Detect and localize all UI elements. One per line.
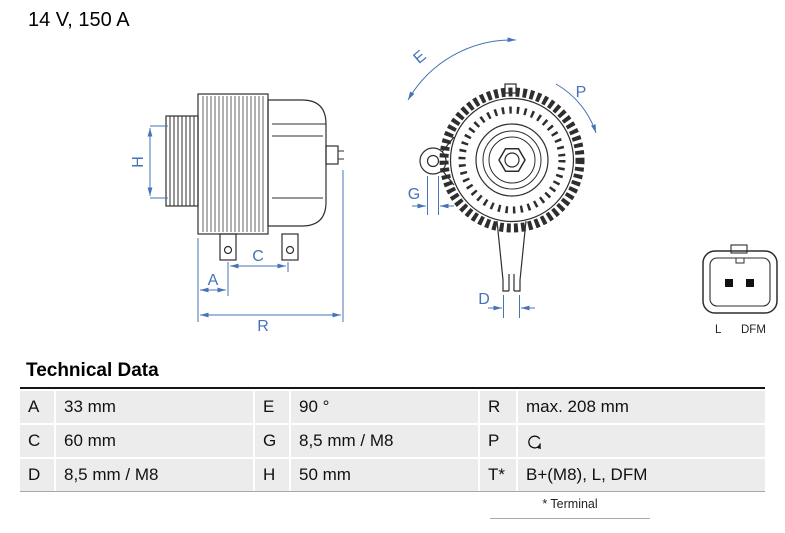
rotation-direction-arc — [555, 83, 597, 134]
terminal-stud — [325, 145, 339, 165]
terminal-footnote: * Terminal — [542, 497, 598, 511]
foot-hole-right — [285, 245, 295, 255]
mounting-foot-left — [219, 233, 237, 261]
dim-label-r: R — [257, 318, 269, 335]
pulley-outer-circle — [475, 123, 549, 197]
electrical-spec: 14 V, 150 A — [28, 9, 130, 31]
cooling-fins — [202, 96, 264, 232]
shaft-nut — [498, 147, 526, 173]
mounting-foot-right — [281, 233, 299, 261]
dim-label-g: G — [408, 186, 420, 203]
table-key-cell: C — [20, 425, 54, 457]
dim-label-h: H — [130, 156, 147, 168]
bottom-lug — [496, 220, 527, 292]
rotation-direction-icon — [528, 435, 541, 449]
table-key-cell: P — [480, 425, 516, 457]
table-value-cell: 90 ° — [291, 391, 478, 423]
table-key-cell: T* — [480, 459, 516, 491]
rear-housing — [267, 99, 327, 227]
fan-slot-ring — [458, 106, 566, 214]
mounting-ear-hole — [426, 154, 440, 168]
dim-label-c: C — [252, 248, 264, 265]
pin-label-dfm: DFM — [741, 324, 766, 336]
table-key-cell: A — [20, 391, 54, 423]
side-view-dimension-labels: H A C R — [130, 156, 269, 335]
ear-links — [441, 136, 455, 186]
alternator-side-view — [165, 93, 344, 261]
dim-label-e: E — [411, 48, 430, 68]
table-value-rotation-cell — [518, 425, 765, 457]
alternator-technical-drawing: H A C R — [130, 37, 778, 336]
connector-diagram: L DFM — [702, 244, 778, 336]
table-key-cell: H — [255, 459, 289, 491]
table-value-cell: 8,5 mm / M8 — [291, 425, 478, 457]
shaft-center — [504, 152, 520, 168]
connector-pin-left — [725, 279, 733, 287]
table-key-cell: G — [255, 425, 289, 457]
table-key-cell: R — [480, 391, 516, 423]
table-value-cell: 60 mm — [56, 425, 253, 457]
table-key-cell: D — [20, 459, 54, 491]
section-title: Technical Data — [26, 360, 159, 381]
connector-tab — [730, 244, 748, 254]
table-value-cell: 8,5 mm / M8 — [56, 459, 253, 491]
dim-label-a: A — [208, 272, 219, 289]
side-view-dimensions — [147, 125, 344, 322]
pulley-groove-circle — [482, 130, 542, 190]
table-key-cell: E — [255, 391, 289, 423]
connector-outline — [702, 250, 778, 314]
table-value-cell: 33 mm — [56, 391, 253, 423]
dim-label-d: D — [478, 291, 490, 308]
dim-label-p: P — [576, 84, 587, 101]
housing-edge — [449, 97, 575, 223]
table-value-cell: 50 mm — [291, 459, 478, 491]
table-value-cell: max. 208 mm — [518, 391, 765, 423]
dim-arc-e — [407, 37, 517, 101]
footnote-container: * Terminal — [490, 495, 650, 519]
technical-data-table: A 33 mm E 90 ° R max. 208 mm C 60 mm G 8… — [20, 387, 765, 492]
pin-label-l: L — [715, 324, 722, 336]
connector-pin-right — [746, 279, 754, 287]
foot-hole-left — [223, 245, 233, 255]
pulley-grooves — [169, 116, 195, 206]
connector-inner — [709, 257, 771, 307]
technical-data-section: Technical Data A 33 mm E 90 ° R max. 208… — [20, 360, 765, 519]
front-bracket — [197, 93, 269, 235]
pulley-inner-circle — [488, 136, 536, 184]
front-view-dimensions — [407, 37, 597, 318]
connector-key-notch — [735, 258, 745, 264]
alternator-front-view — [419, 83, 585, 292]
table-value-cell: B+(M8), L, DFM — [518, 459, 765, 491]
mounting-ear — [419, 147, 447, 175]
rear-housing-ribs — [272, 123, 326, 199]
terminal-pins — [338, 150, 344, 160]
